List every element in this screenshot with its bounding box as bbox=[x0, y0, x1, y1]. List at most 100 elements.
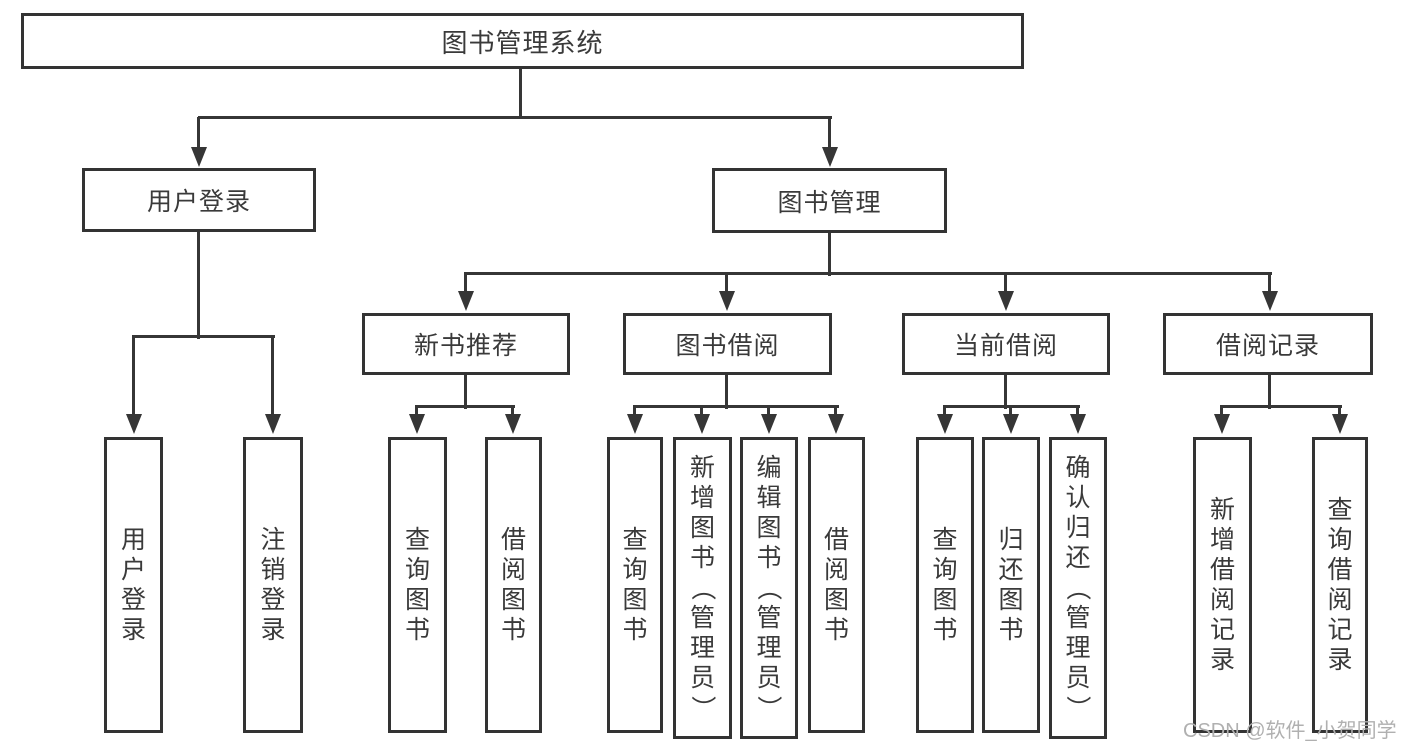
connector-vertical-line bbox=[1004, 375, 1007, 409]
node-confirm-return-admin: 确认归还（管理员） bbox=[1049, 437, 1107, 739]
vertical-label-char: 记 bbox=[1209, 616, 1235, 644]
vertical-label-char: 员 bbox=[756, 664, 782, 692]
vertical-label-char: 询 bbox=[404, 556, 430, 584]
node-new-book-recommend: 新书推荐 bbox=[362, 313, 570, 375]
arrow-down-icon bbox=[998, 291, 1014, 311]
vertical-label-char: 辑 bbox=[756, 484, 782, 512]
vertical-label-char: 阅 bbox=[1209, 586, 1235, 614]
connector-drop-line bbox=[725, 273, 728, 293]
arrow-down-icon bbox=[1262, 291, 1278, 311]
node-query-books-recommend: 查询图书 bbox=[388, 437, 447, 733]
vertical-label-char: 认 bbox=[1065, 484, 1091, 512]
vertical-label-char: 图 bbox=[823, 586, 849, 614]
node-query-books-current: 查询图书 bbox=[916, 437, 974, 733]
vertical-label-char: 图 bbox=[689, 514, 715, 542]
arrow-down-icon bbox=[265, 414, 281, 434]
vertical-label-char: 阅 bbox=[500, 556, 526, 584]
arrow-down-icon bbox=[822, 147, 838, 167]
vertical-label-char: 归 bbox=[998, 526, 1024, 554]
connector-vertical-line bbox=[464, 375, 467, 409]
connector-vertical-line bbox=[828, 233, 831, 276]
connector-horizontal-line bbox=[1220, 405, 1342, 408]
connector-drop-line bbox=[464, 273, 467, 293]
vertical-label-char: 确 bbox=[1065, 454, 1091, 482]
connector-drop-line bbox=[1338, 406, 1341, 416]
csdn-watermark: CSDN @软件_小贺同学 bbox=[1183, 720, 1397, 742]
arrow-down-icon bbox=[458, 291, 474, 311]
vertical-label-char: 录 bbox=[260, 616, 286, 644]
vertical-label-char: 登 bbox=[120, 586, 146, 614]
arrow-down-icon bbox=[1214, 414, 1230, 434]
vertical-label-char: 员 bbox=[1065, 664, 1091, 692]
vertical-label-char: 管 bbox=[1065, 604, 1091, 632]
vertical-label-char: 书 bbox=[622, 616, 648, 644]
node-current-borrowing: 当前借阅 bbox=[902, 313, 1110, 375]
vertical-label-char: 归 bbox=[1065, 514, 1091, 542]
connector-drop-line bbox=[1009, 406, 1012, 416]
vertical-label-char: 员 bbox=[689, 664, 715, 692]
vertical-label-char: 书 bbox=[932, 616, 958, 644]
vertical-label-char: 查 bbox=[932, 526, 958, 554]
vertical-label-char: 新 bbox=[1209, 496, 1235, 524]
vertical-label-char: 图 bbox=[932, 586, 958, 614]
node-borrow-books-borrowing: 借阅图书 bbox=[808, 437, 865, 733]
arrow-down-icon bbox=[937, 414, 953, 434]
vertical-label-char: 询 bbox=[622, 556, 648, 584]
node-logout: 注销登录 bbox=[243, 437, 303, 733]
connector-horizontal-line bbox=[132, 335, 275, 338]
vertical-label-char: 书 bbox=[756, 544, 782, 572]
vertical-label-char: 查 bbox=[1327, 496, 1353, 524]
arrow-down-icon bbox=[694, 414, 710, 434]
node-user-login: 用户登录 bbox=[82, 168, 316, 232]
node-query-borrow-record: 查询借阅记录 bbox=[1312, 437, 1368, 733]
vertical-label-char: 理 bbox=[756, 634, 782, 662]
vertical-label-char: 图 bbox=[404, 586, 430, 614]
vertical-label-char: 管 bbox=[689, 604, 715, 632]
connector-drop-line bbox=[767, 406, 770, 416]
node-borrowing-records: 借阅记录 bbox=[1163, 313, 1373, 375]
node-query-books-borrowing: 查询图书 bbox=[607, 437, 663, 733]
node-add-borrow-record: 新增借阅记录 bbox=[1193, 437, 1252, 733]
vertical-label-char: 书 bbox=[689, 544, 715, 572]
vertical-label-char: 增 bbox=[689, 484, 715, 512]
arrow-down-icon bbox=[1332, 414, 1348, 434]
connector-horizontal-line bbox=[464, 272, 1272, 275]
vertical-label-char: 新 bbox=[689, 454, 715, 482]
vertical-label-char: 询 bbox=[1327, 526, 1353, 554]
vertical-label-char: 询 bbox=[932, 556, 958, 584]
node-book-borrowing: 图书借阅 bbox=[623, 313, 832, 375]
node-user-login-leaf: 用户登录 bbox=[104, 437, 163, 733]
vertical-label-char: 阅 bbox=[1327, 586, 1353, 614]
vertical-label-char: 阅 bbox=[823, 556, 849, 584]
vertical-label-char: 书 bbox=[998, 616, 1024, 644]
vertical-label-char: ） bbox=[754, 695, 783, 721]
arrow-down-icon bbox=[627, 414, 643, 434]
arrow-down-icon bbox=[126, 414, 142, 434]
arrow-down-icon bbox=[1070, 414, 1086, 434]
node-borrow-books-recommend: 借阅图书 bbox=[485, 437, 542, 733]
vertical-label-char: ） bbox=[688, 695, 717, 721]
connector-vertical-line bbox=[197, 232, 200, 339]
vertical-label-char: 借 bbox=[823, 526, 849, 554]
node-library-management-system: 图书管理系统 bbox=[21, 13, 1024, 69]
vertical-label-char: 图 bbox=[998, 586, 1024, 614]
vertical-label-char: 书 bbox=[823, 616, 849, 644]
connector-drop-line bbox=[943, 406, 946, 416]
vertical-label-char: 录 bbox=[120, 616, 146, 644]
vertical-label-char: 理 bbox=[689, 634, 715, 662]
vertical-label-char: 查 bbox=[622, 526, 648, 554]
arrow-down-icon bbox=[761, 414, 777, 434]
connector-drop-line bbox=[132, 336, 135, 416]
connector-vertical-line bbox=[725, 375, 728, 409]
vertical-label-char: 注 bbox=[260, 526, 286, 554]
vertical-label-char: 还 bbox=[1065, 544, 1091, 572]
connector-drop-line bbox=[828, 117, 831, 149]
vertical-label-char: 查 bbox=[404, 526, 430, 554]
arrow-down-icon bbox=[191, 147, 207, 167]
connector-vertical-line bbox=[519, 69, 522, 118]
vertical-label-char: 管 bbox=[756, 604, 782, 632]
arrow-down-icon bbox=[828, 414, 844, 434]
arrow-down-icon bbox=[409, 414, 425, 434]
vertical-label-char: 销 bbox=[260, 556, 286, 584]
